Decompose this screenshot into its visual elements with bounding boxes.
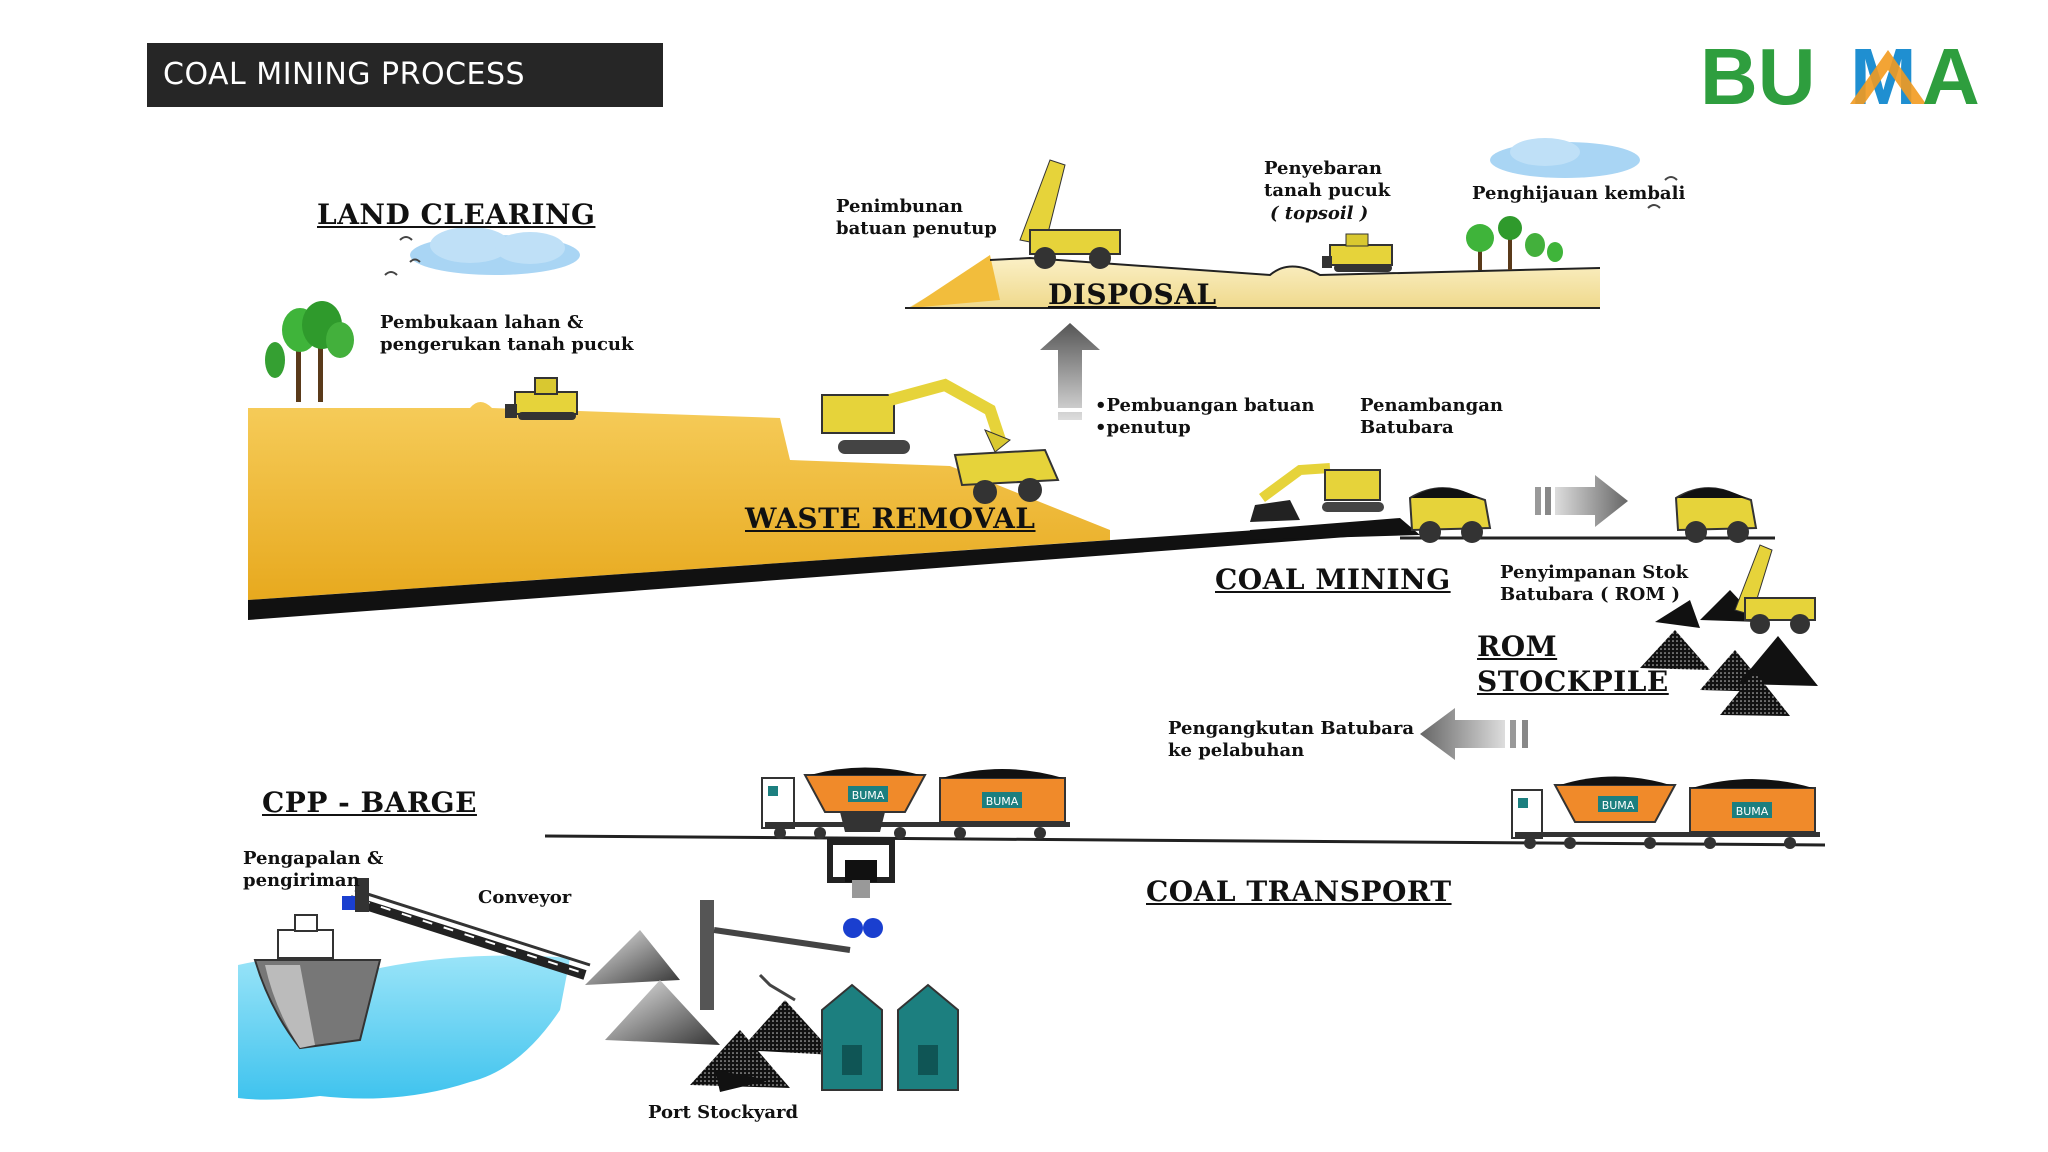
warehouse-icon [821, 983, 959, 1091]
stage-title-cpp-barge: CPP - BARGE [262, 786, 477, 819]
caption-waste-removal: •Pembuangan batuan •penutup [1095, 395, 1315, 438]
stage-title-rom: ROM [1477, 630, 1558, 663]
ship-icon [253, 914, 382, 1050]
rail-line [544, 834, 1826, 847]
disposal-ground [905, 255, 1601, 309]
train-hopper-icon [827, 812, 895, 938]
page-title: COAL MINING PROCESS [147, 43, 663, 107]
tipping-truck-icon [1019, 159, 1121, 269]
caption-conveyor: Conveyor [478, 887, 572, 908]
caption-coal-mining: Penambangan Batubara [1360, 395, 1503, 438]
cloud-icon [384, 227, 580, 276]
coal-train-icon: BUMA BUMA [1511, 776, 1820, 849]
svg-text:BU: BU [1700, 32, 1816, 120]
buma-logo: BU M A [1700, 32, 1980, 120]
dump-truck-icon [953, 448, 1060, 504]
conveyor-icon [342, 878, 591, 980]
caption-disposal-dump: Penimbunan batuan penutup [836, 196, 997, 239]
caption-revegetation: Penghijauan kembali [1472, 183, 1686, 204]
arrow-left-icon [1420, 708, 1528, 760]
mining-slope [248, 402, 1775, 620]
svg-text:BUMA: BUMA [852, 789, 885, 802]
port-stockyard-icon [585, 900, 851, 1092]
excavator-icon [1250, 463, 1384, 522]
caption-rom: Penyimpanan Stok Batubara ( ROM ) [1500, 562, 1689, 605]
tipping-truck-icon [1734, 544, 1816, 634]
trees-icon [1466, 216, 1563, 270]
bulldozer-icon [1322, 233, 1393, 272]
svg-text:BUMA: BUMA [1736, 805, 1769, 818]
caption-land-clearing: Pembukaan lahan & pengerukan tanah pucuk [380, 312, 634, 355]
stage-title-coal-mining: COAL MINING [1215, 563, 1451, 596]
stage-title-coal-transport: COAL TRANSPORT [1146, 875, 1452, 908]
stage-title-stockpile: STOCKPILE [1477, 665, 1669, 698]
caption-port-stockyard: Port Stockyard [648, 1102, 799, 1123]
arrow-up-icon [1040, 323, 1100, 420]
caption-topsoil: Penyebaran tanah pucuk [1264, 158, 1391, 201]
coal-truck-icon [1674, 487, 1758, 543]
stage-title-disposal: DISPOSAL [1048, 278, 1217, 311]
excavator-icon [821, 378, 1011, 454]
coal-train-icon: BUMA BUMA [761, 767, 1070, 839]
stage-title-land-clearing: LAND CLEARING [317, 198, 596, 231]
caption-topsoil-note: ( topsoil ) [1270, 203, 1369, 224]
svg-text:BUMA: BUMA [986, 795, 1019, 808]
trees-icon [265, 301, 354, 402]
bulldozer-icon [505, 377, 578, 420]
coal-truck-icon [1408, 487, 1492, 543]
svg-text:A: A [1922, 32, 1980, 120]
svg-text:BUMA: BUMA [1602, 799, 1635, 812]
stage-title-waste-removal: WASTE REMOVAL [745, 502, 1036, 535]
caption-shipping: Pengapalan & pengiriman [243, 848, 384, 891]
cloud-icon [1490, 138, 1678, 209]
arrow-right-icon [1535, 475, 1628, 527]
caption-coal-transport: Pengangkutan Batubara ke pelabuhan [1168, 718, 1415, 761]
